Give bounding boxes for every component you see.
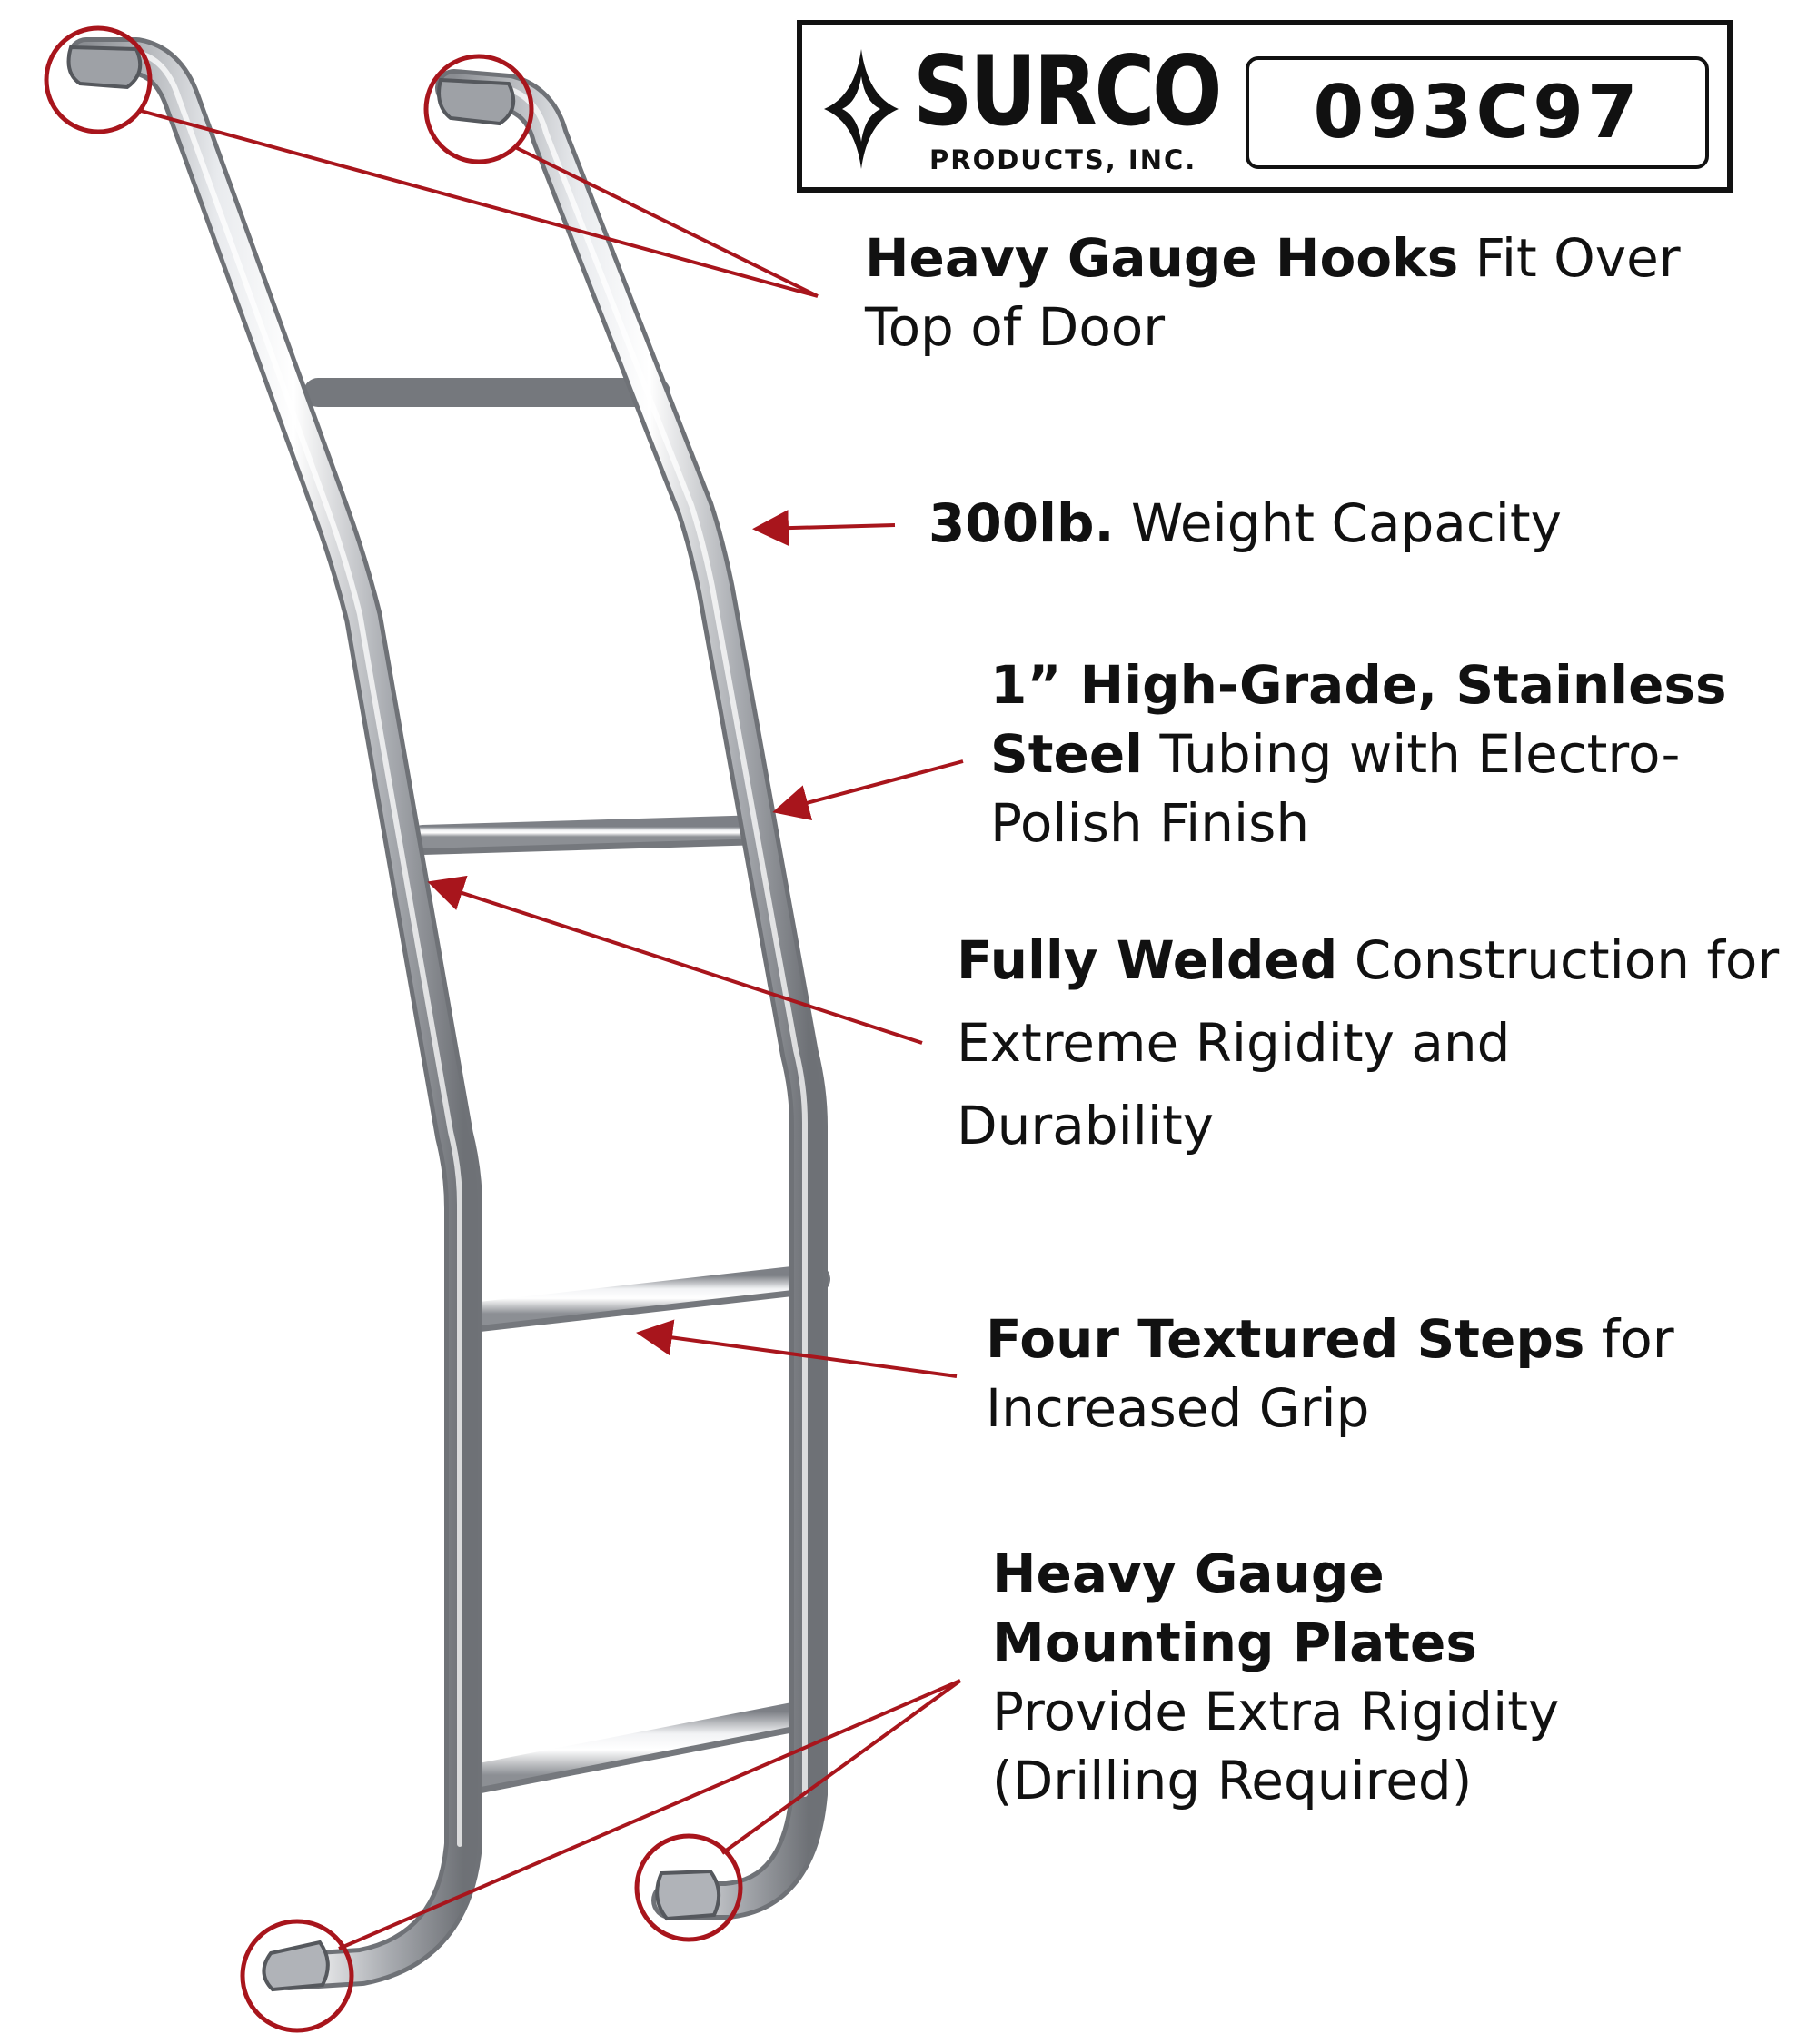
four-point-star-icon: [824, 49, 899, 169]
callout-steps-text: for Increased Grip: [986, 1308, 1674, 1439]
steps-arrow: [636, 1319, 958, 1378]
callout-plates-bold: Heavy Gauge Mounting Plates: [992, 1543, 1477, 1673]
callout-capacity-text: Weight Capacity: [1114, 492, 1562, 554]
highlight-circles: [44, 25, 743, 2033]
left-mounting-plate: [262, 1940, 330, 1992]
hooks-line-left: [140, 109, 819, 298]
callout-steps: Four Textured Steps for Increased Grip: [986, 1305, 1785, 1443]
callout-steps-bold: Four Textured Steps: [986, 1308, 1585, 1370]
callout-arrows: [140, 109, 964, 1950]
hardware: [66, 45, 721, 1992]
ladder-rails: [67, 37, 828, 1990]
callout-capacity: 300lb. Weight Capacity: [928, 489, 1782, 558]
callout-welded-bold: Fully Welded: [957, 929, 1338, 991]
left-hook-plate: [66, 45, 143, 90]
hook-highlight-left: [44, 25, 153, 134]
welded-arrow: [427, 875, 923, 1045]
callout-plates-text: Provide Extra Rigidity (Drilling Require…: [992, 1681, 1560, 1811]
right-mounting-plate: [655, 1869, 721, 1921]
callout-hooks-text: Fit Over Top of Door: [865, 227, 1681, 358]
brand-logo-box: SURCO PRODUCTS, INC. 093C97: [797, 20, 1733, 193]
ladder-rungs: [303, 377, 830, 1793]
callout-plates: Heavy Gauge Mounting Plates Provide Extr…: [992, 1539, 1628, 1815]
callout-tubing-bold: 1” High-Grade, Stainless Steel: [990, 654, 1727, 785]
callout-tubing-text: Tubing with Electro-Polish Finish: [990, 723, 1681, 854]
capacity-arrow: [752, 510, 896, 547]
plates-line-right: [720, 1679, 962, 1855]
model-number-box: 093C97: [1246, 56, 1709, 169]
callout-hooks: Heavy Gauge Hooks Fit Over Top of Door: [865, 223, 1719, 362]
plate-highlight-right: [634, 1833, 743, 1942]
callout-hooks-bold: Heavy Gauge Hooks: [865, 227, 1459, 289]
callout-welded: Fully Welded Construction for Extreme Ri…: [957, 919, 1783, 1167]
hook-highlight-right: [423, 54, 534, 164]
callout-tubing: 1” High-Grade, Stainless Steel Tubing wi…: [990, 650, 1799, 858]
model-number: 093C97: [1313, 70, 1642, 154]
tubing-arrow: [772, 759, 964, 821]
plate-highlight-left: [240, 1919, 354, 2033]
right-hook-plate: [437, 77, 516, 126]
brand-name: SURCO: [913, 35, 1223, 147]
callout-capacity-bold: 300lb.: [928, 492, 1115, 554]
brand-subtitle: PRODUCTS, INC.: [929, 144, 1197, 175]
hooks-line-right: [514, 145, 819, 298]
plates-line-left: [338, 1679, 961, 1950]
callout-welded-text: Construction for Extreme Rigidity and Du…: [957, 929, 1780, 1156]
